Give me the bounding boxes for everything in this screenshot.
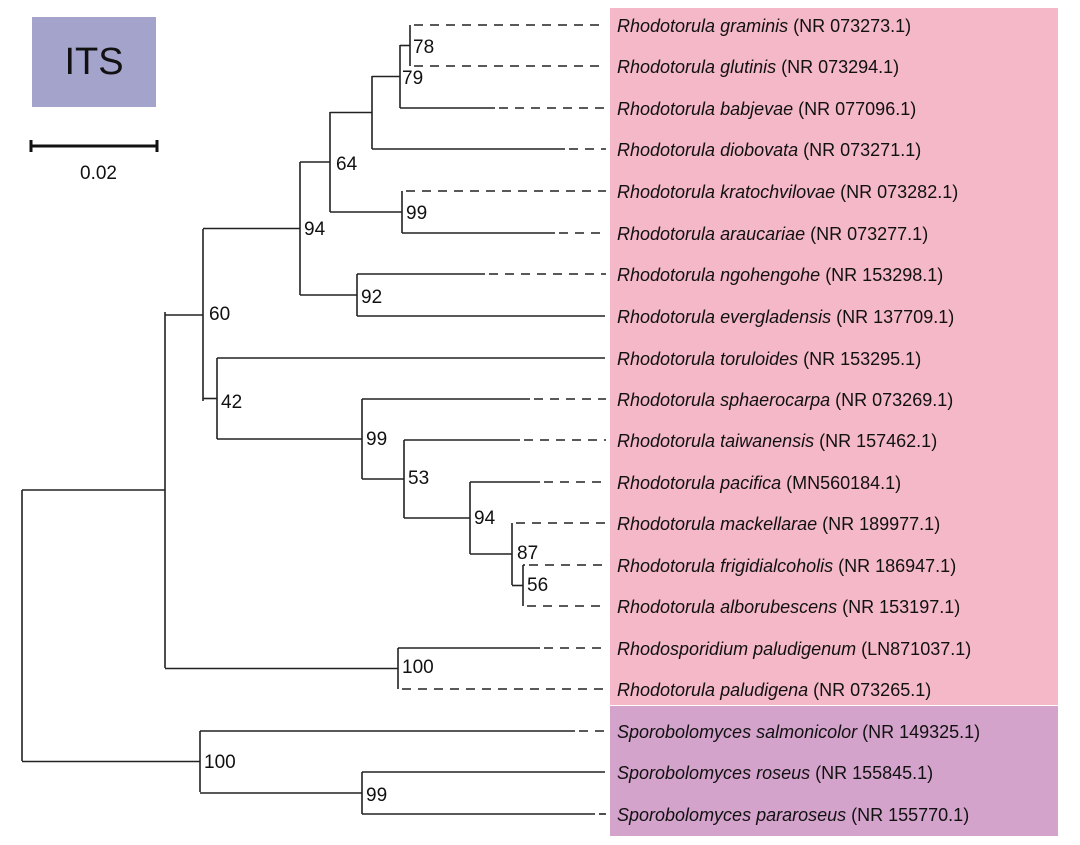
bootstrap-label: 92 — [361, 287, 382, 308]
bootstrap-label: 78 — [413, 37, 434, 58]
taxon-label: Sporobolomyces roseus (NR 155845.1) — [617, 763, 933, 783]
taxon-label: Rhodotorula diobovata (NR 073271.1) — [617, 140, 921, 160]
accession-number: (NR 189977.1) — [822, 514, 940, 534]
species-name: Rhodotorula evergladensis — [617, 307, 836, 327]
taxon-label: Rhodotorula sphaerocarpa (NR 073269.1) — [617, 390, 953, 410]
bootstrap-label: 100 — [204, 752, 236, 773]
taxon-label: Rhodotorula pacifica (MN560184.1) — [617, 473, 901, 493]
taxon-label: Rhodotorula glutinis (NR 073294.1) — [617, 57, 899, 77]
accession-number: (NR 073294.1) — [781, 57, 899, 77]
species-name: Sporobolomyces roseus — [617, 763, 815, 783]
taxon-label: Sporobolomyces salmonicolor (NR 149325.1… — [617, 722, 980, 742]
accession-number: (NR 155770.1) — [851, 805, 969, 825]
species-name: Rhodotorula paludigena — [617, 680, 813, 700]
accession-number: (NR 073273.1) — [793, 16, 911, 36]
taxon-label: Rhodotorula taiwanensis (NR 157462.1) — [617, 431, 937, 451]
species-name: Rhodotorula glutinis — [617, 57, 781, 77]
accession-number: (NR 077096.1) — [798, 99, 916, 119]
taxon-label: Rhodotorula evergladensis (NR 137709.1) — [617, 307, 954, 327]
taxon-label: Rhodosporidium paludigenum (LN871037.1) — [617, 639, 971, 659]
bootstrap-label: 99 — [366, 785, 387, 806]
accession-number: (NR 149325.1) — [862, 722, 980, 742]
species-name: Rhodotorula diobovata — [617, 140, 803, 160]
species-name: Rhodosporidium paludigenum — [617, 639, 861, 659]
scale-bar-label: 0.02 — [80, 163, 117, 184]
bootstrap-label: 79 — [402, 68, 423, 89]
species-name: Rhodotorula taiwanensis — [617, 431, 819, 451]
species-name: Sporobolomyces pararoseus — [617, 805, 851, 825]
accession-number: (NR 153295.1) — [803, 349, 921, 369]
bootstrap-label: 53 — [408, 468, 429, 489]
species-name: Rhodotorula ngohengohe — [617, 265, 825, 285]
accession-number: (NR 137709.1) — [836, 307, 954, 327]
bootstrap-label: 99 — [406, 203, 427, 224]
bootstrap-label: 64 — [336, 154, 358, 175]
taxon-label: Rhodotorula ngohengohe (NR 153298.1) — [617, 265, 943, 285]
species-name: Rhodotorula araucariae — [617, 224, 810, 244]
bootstrap-label: 100 — [402, 657, 434, 678]
species-name: Rhodotorula toruloides — [617, 349, 803, 369]
accession-number: (NR 153298.1) — [825, 265, 943, 285]
taxon-label: Rhodotorula frigidialcoholis (NR 186947.… — [617, 556, 956, 576]
species-name: Rhodotorula graminis — [617, 16, 793, 36]
bootstrap-label: 94 — [304, 219, 326, 240]
species-name: Sporobolomyces salmonicolor — [617, 722, 862, 742]
accession-number: (NR 073277.1) — [810, 224, 928, 244]
bootstrap-label: 42 — [221, 392, 242, 413]
bootstrap-label: 56 — [527, 575, 548, 596]
taxon-label: Rhodotorula graminis (NR 073273.1) — [617, 16, 911, 36]
species-name: Rhodotorula frigidialcoholis — [617, 556, 838, 576]
clade-box-rhodotorula — [610, 8, 1058, 705]
taxon-label: Sporobolomyces pararoseus (NR 155770.1) — [617, 805, 969, 825]
taxon-label: Rhodotorula araucariae (NR 073277.1) — [617, 224, 928, 244]
taxon-label: Rhodotorula paludigena (NR 073265.1) — [617, 680, 931, 700]
accession-number: (NR 186947.1) — [838, 556, 956, 576]
clade-box-sporobolomyces — [610, 706, 1058, 836]
accession-number: (NR 073282.1) — [840, 182, 958, 202]
accession-number: (NR 073271.1) — [803, 140, 921, 160]
taxon-label: Rhodotorula alborubescens (NR 153197.1) — [617, 597, 960, 617]
species-name: Rhodotorula alborubescens — [617, 597, 842, 617]
accession-number: (NR 153197.1) — [842, 597, 960, 617]
bootstrap-label: 87 — [517, 543, 538, 564]
accession-number: (NR 157462.1) — [819, 431, 937, 451]
accession-number: (LN871037.1) — [861, 639, 971, 659]
taxon-label: Rhodotorula toruloides (NR 153295.1) — [617, 349, 921, 369]
species-name: Rhodotorula pacifica — [617, 473, 786, 493]
bootstrap-label: 99 — [366, 429, 387, 450]
taxon-label: Rhodotorula mackellarae (NR 189977.1) — [617, 514, 940, 534]
species-name: Rhodotorula kratochvilovae — [617, 182, 840, 202]
title-label: ITS — [64, 40, 124, 83]
accession-number: (NR 073265.1) — [813, 680, 931, 700]
accession-number: (NR 155845.1) — [815, 763, 933, 783]
taxon-label: Rhodotorula kratochvilovae (NR 073282.1) — [617, 182, 958, 202]
species-name: Rhodotorula babjevae — [617, 99, 798, 119]
bootstrap-label: 94 — [474, 508, 496, 529]
accession-number: (NR 073269.1) — [835, 390, 953, 410]
species-name: Rhodotorula mackellarae — [617, 514, 822, 534]
accession-number: (MN560184.1) — [786, 473, 901, 493]
taxon-label: Rhodotorula babjevae (NR 077096.1) — [617, 99, 916, 119]
title-box: ITS — [32, 17, 156, 107]
species-name: Rhodotorula sphaerocarpa — [617, 390, 835, 410]
bootstrap-label: 60 — [209, 304, 230, 325]
